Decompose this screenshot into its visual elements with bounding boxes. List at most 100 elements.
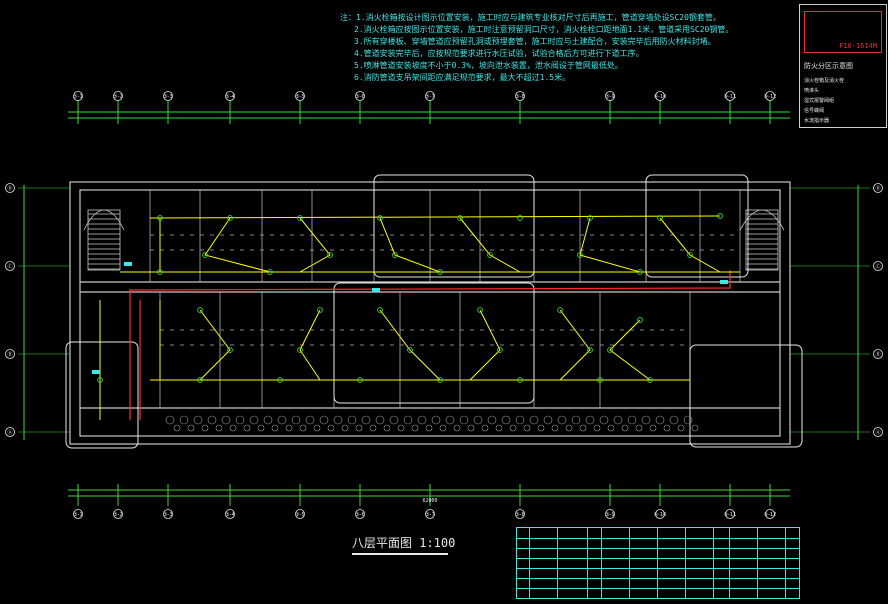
axis-label: ⑤-2 bbox=[113, 94, 122, 100]
note-line: 5.喷淋管道安装坡度不小于0.3%，坡向泄水装置，泄水阀设于管网最低处。 bbox=[354, 61, 623, 70]
axis-label: Ⓑ bbox=[7, 351, 12, 358]
sprinkler-head bbox=[557, 307, 563, 313]
axis-bubble bbox=[113, 91, 123, 101]
table-row-line bbox=[517, 588, 799, 589]
sprinkler-head bbox=[407, 347, 413, 353]
planter-strip bbox=[165, 415, 699, 432]
note-line: 4.管道安装完毕后，应按规范要求进行水压试验，试验合格后方可进行下道工序。 bbox=[354, 49, 644, 58]
zone-stamp: F10-1614M bbox=[804, 11, 882, 53]
table-col-line bbox=[785, 528, 786, 598]
sprinkler-head bbox=[487, 252, 493, 258]
axis-label: ⑤-10 bbox=[654, 512, 667, 518]
sprinkler-head bbox=[227, 347, 233, 353]
axis-label: ⑤-3 bbox=[163, 512, 172, 518]
table-col-line bbox=[657, 528, 658, 598]
axis-bubble bbox=[355, 91, 365, 101]
axis-bubble bbox=[765, 509, 775, 519]
axis-bubble bbox=[873, 261, 883, 271]
top-dimension-lines bbox=[23, 111, 859, 497]
axis-bubble bbox=[605, 91, 615, 101]
table-col-line bbox=[629, 528, 630, 598]
axis-bubble bbox=[765, 91, 775, 101]
axis-ticks bbox=[18, 100, 870, 506]
sprinkler-head bbox=[457, 215, 463, 221]
axis-bubble bbox=[873, 183, 883, 193]
fire-zone-legend: F10-1614M 防火分区示意图 消火栓箱及消火栓 喷淋头 湿式报警阀组 信号… bbox=[799, 4, 887, 128]
axis-label: ⑤-11 bbox=[724, 512, 737, 518]
axis-label: ⑤-9 bbox=[605, 512, 614, 518]
axis-label: ⑤-6 bbox=[355, 512, 364, 518]
sprinkler-head bbox=[687, 252, 693, 258]
axis-label: ⑤-4 bbox=[225, 512, 234, 518]
axis-label: Ⓓ bbox=[7, 185, 12, 192]
table-row-line bbox=[517, 578, 799, 579]
table-col-line bbox=[713, 528, 714, 598]
axis-label: Ⓑ bbox=[875, 351, 880, 358]
sprinkler-head bbox=[517, 377, 523, 383]
axis-bubble bbox=[655, 509, 665, 519]
note-line: 3.所有穿楼板、穿墙管道应预留孔洞或预埋套管，施工时应与土建配合，安装完毕后用防… bbox=[354, 37, 716, 46]
total-dimension: 62000 bbox=[422, 498, 437, 504]
table-col-line bbox=[685, 528, 686, 598]
table-row-line bbox=[517, 548, 799, 549]
axis-label: ⑤-10 bbox=[654, 94, 667, 100]
stamp-text: F10-1614M bbox=[839, 42, 877, 50]
axis-bubble bbox=[113, 509, 123, 519]
axis-bubble bbox=[5, 427, 15, 437]
sprinkler-head bbox=[392, 252, 398, 258]
hydrant-cabinets bbox=[92, 262, 728, 374]
sprinkler-head bbox=[357, 377, 363, 383]
axis-bubble bbox=[163, 509, 173, 519]
sprinkler-head bbox=[157, 269, 163, 275]
design-notes: 注：1.消火栓箱按设计图示位置安装，施工时应与建筑专业核对尺寸后再施工，管道穿墙… bbox=[340, 12, 760, 84]
sprinkler-head bbox=[517, 215, 523, 221]
sprinkler-head bbox=[97, 377, 103, 383]
sprinkler-head bbox=[202, 252, 208, 258]
axis-bubble bbox=[515, 91, 525, 101]
axis-bubble bbox=[5, 261, 15, 271]
axis-bubble bbox=[655, 91, 665, 101]
axis-label: ⑤-5 bbox=[295, 94, 304, 100]
table-col-line bbox=[587, 528, 588, 598]
axis-bubble bbox=[5, 183, 15, 193]
axis-label: Ⓒ bbox=[7, 263, 12, 270]
note-line: 6.消防管道支吊架间距应满足规范要求，最大不超过1.5米。 bbox=[354, 73, 571, 82]
sprinkler-head bbox=[597, 377, 603, 383]
axis-label: ⑤-2 bbox=[113, 512, 122, 518]
sprinkler-head bbox=[647, 377, 653, 383]
unit-highlights bbox=[65, 174, 803, 449]
axis-bubble bbox=[73, 91, 83, 101]
axis-label: Ⓐ bbox=[875, 429, 880, 436]
sprinkler-head bbox=[437, 269, 443, 275]
sprinkler-head bbox=[577, 252, 583, 258]
sprinkler-head bbox=[297, 215, 303, 221]
sprinkler-head bbox=[227, 215, 233, 221]
axis-bubble bbox=[605, 509, 615, 519]
table-row-line bbox=[517, 558, 799, 559]
axis-label: ⑤-7 bbox=[425, 94, 434, 100]
axis-bubble bbox=[163, 91, 173, 101]
table-col-line bbox=[601, 528, 602, 598]
legend-title: 防火分区示意图 bbox=[804, 62, 853, 70]
sprinkler-heads bbox=[97, 213, 723, 383]
sprinkler-head bbox=[157, 215, 163, 221]
stair-right bbox=[739, 209, 785, 271]
legend-item: 信号蝶阀 bbox=[804, 108, 825, 114]
sprinkler-head bbox=[637, 317, 643, 323]
axis-bubble bbox=[725, 509, 735, 519]
axis-label: ⑤-4 bbox=[225, 94, 234, 100]
table-col-line bbox=[557, 528, 558, 598]
sprinkler-head bbox=[587, 347, 593, 353]
legend-item: 水流指示器 bbox=[804, 118, 830, 124]
sprinkler-head bbox=[377, 215, 383, 221]
sprinkler-head bbox=[497, 347, 503, 353]
axis-bubble bbox=[425, 509, 435, 519]
sprinkler-head bbox=[267, 269, 273, 275]
sprinkler-head bbox=[607, 347, 613, 353]
table-row-line bbox=[517, 538, 799, 539]
axis-bubble bbox=[725, 91, 735, 101]
axis-bubble bbox=[873, 427, 883, 437]
sprinkler-pipes bbox=[99, 215, 740, 420]
axis-bubble bbox=[225, 91, 235, 101]
